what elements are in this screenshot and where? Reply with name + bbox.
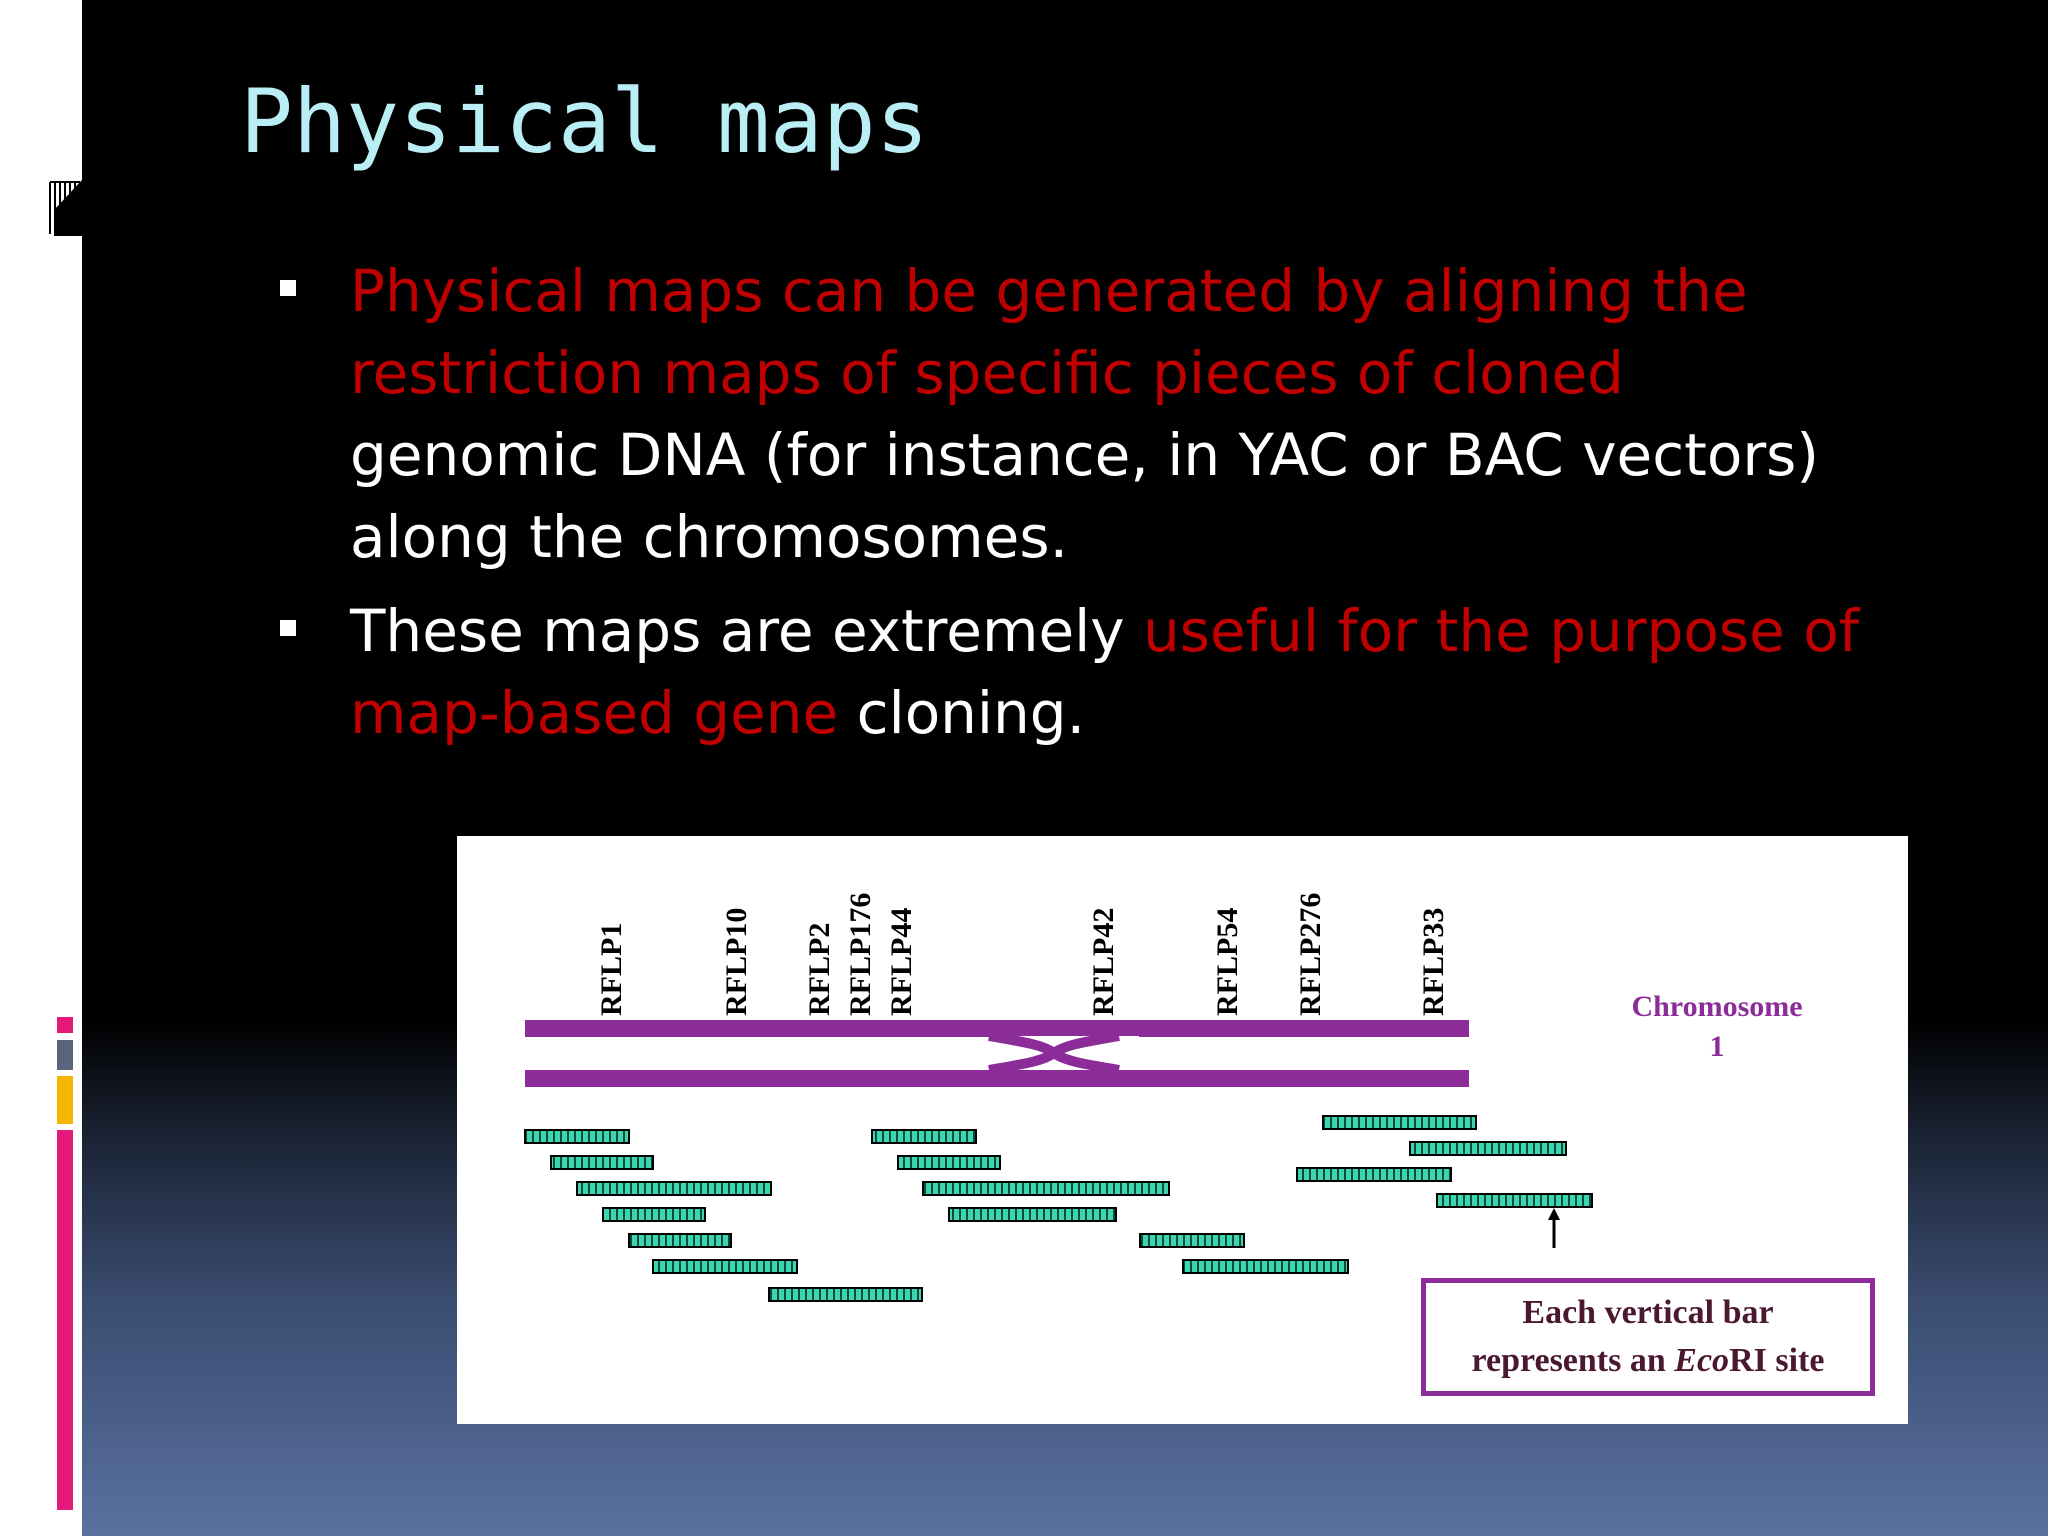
note-line-2-prefix: represents an xyxy=(1471,1342,1675,1379)
centromere-lower-curve xyxy=(988,1046,1120,1075)
note-line-2-italic: Eco xyxy=(1674,1342,1730,1379)
chromosome-1 xyxy=(525,1020,1469,1087)
note-line-2: represents an EcoRI site xyxy=(1426,1337,1870,1385)
bullet-marker-icon xyxy=(280,280,296,296)
clone-fragment xyxy=(1409,1141,1567,1156)
bullet-text-emphasis: Physical maps can be generated by aligni… xyxy=(350,257,1748,407)
cloned-fragments xyxy=(524,1115,1593,1302)
clone-fragment xyxy=(550,1155,654,1170)
clone-fragment xyxy=(948,1207,1117,1222)
bullet-item: These maps are extremely useful for the … xyxy=(272,590,1872,754)
clone-fragment xyxy=(602,1207,706,1222)
ecori-note-box: Each vertical bar represents an EcoRI si… xyxy=(1421,1278,1875,1396)
deco-bar-pink-small xyxy=(57,1017,73,1033)
rflp-label-44: RFLP44 xyxy=(885,908,918,1016)
chromosome-lower-mid xyxy=(867,1070,1127,1087)
chromosome-upper-right-arm xyxy=(1127,1020,1469,1037)
rflp-label-10: RFLP10 xyxy=(720,908,753,1016)
bullet-marker-icon xyxy=(280,620,296,636)
clone-fragment xyxy=(1436,1193,1593,1208)
chromosome-upper-mid xyxy=(867,1020,1127,1037)
bullet-item: Physical maps can be generated by aligni… xyxy=(272,250,1872,578)
deco-bar-gold xyxy=(57,1076,73,1124)
rflp-label-33: RFLP33 xyxy=(1417,908,1450,1016)
clone-fragment xyxy=(922,1181,1170,1196)
clone-fragment xyxy=(897,1155,1001,1170)
chromosome-number: 1 xyxy=(1710,1030,1725,1063)
clone-fragment xyxy=(871,1129,977,1144)
rflp-label-42: RFLP42 xyxy=(1087,908,1120,1016)
chromosome-lower-right-arm xyxy=(1127,1070,1469,1087)
chromosome-upper-left-arm xyxy=(525,1020,867,1037)
rflp-label-276: RFLP276 xyxy=(1294,893,1327,1016)
clone-fragment xyxy=(768,1287,923,1302)
rflp-label-1: RFLP1 xyxy=(595,923,628,1016)
clone-fragment xyxy=(652,1259,798,1274)
physical-map-diagram: RFLP1 RFLP10 RFLP2 RFLP176 RFLP44 RFLP42… xyxy=(524,893,1803,1302)
centromere xyxy=(988,1031,1139,1075)
bullet-list: Physical maps can be generated by aligni… xyxy=(272,250,1872,766)
rflp-label-176: RFLP176 xyxy=(844,893,877,1016)
physical-map-figure: RFLP1 RFLP10 RFLP2 RFLP176 RFLP44 RFLP42… xyxy=(457,836,1908,1424)
clone-fragment xyxy=(628,1233,732,1248)
clone-fragment xyxy=(1296,1167,1452,1182)
clone-fragment xyxy=(1182,1259,1349,1274)
rflp-label-2: RFLP2 xyxy=(803,923,836,1016)
bullet-text: These maps are extremely xyxy=(350,597,1143,665)
clone-fragment xyxy=(1139,1233,1245,1248)
rflp-label-54: RFLP54 xyxy=(1211,908,1244,1016)
clone-fragment xyxy=(1322,1115,1477,1130)
arrow-up-icon xyxy=(1548,1208,1560,1248)
deco-bar-slate xyxy=(57,1040,73,1070)
chromosome-lower-left-arm xyxy=(525,1070,867,1087)
deco-bar-pink-tall xyxy=(57,1130,73,1510)
clone-fragment xyxy=(524,1129,630,1144)
clone-fragment xyxy=(576,1181,772,1196)
slide-title: Physical maps xyxy=(240,70,929,173)
bullet-text-emphasis: useful for the purpose of map-based gene xyxy=(350,597,1860,747)
note-line-1: Each vertical bar xyxy=(1522,1294,1774,1331)
bullet-text: cloning. xyxy=(838,679,1086,747)
chromosome-label: Chromosome xyxy=(1631,990,1802,1023)
rflp-markers: RFLP1 RFLP10 RFLP2 RFLP176 RFLP44 RFLP42… xyxy=(595,893,1450,1016)
decorative-lines-icon xyxy=(49,180,82,236)
bullet-text: genomic DNA (for instance, in YAC or BAC… xyxy=(350,421,1820,571)
note-line-2-suffix: RI site xyxy=(1729,1342,1825,1379)
slide: Physical maps Physical maps can be gener… xyxy=(82,0,2048,1536)
